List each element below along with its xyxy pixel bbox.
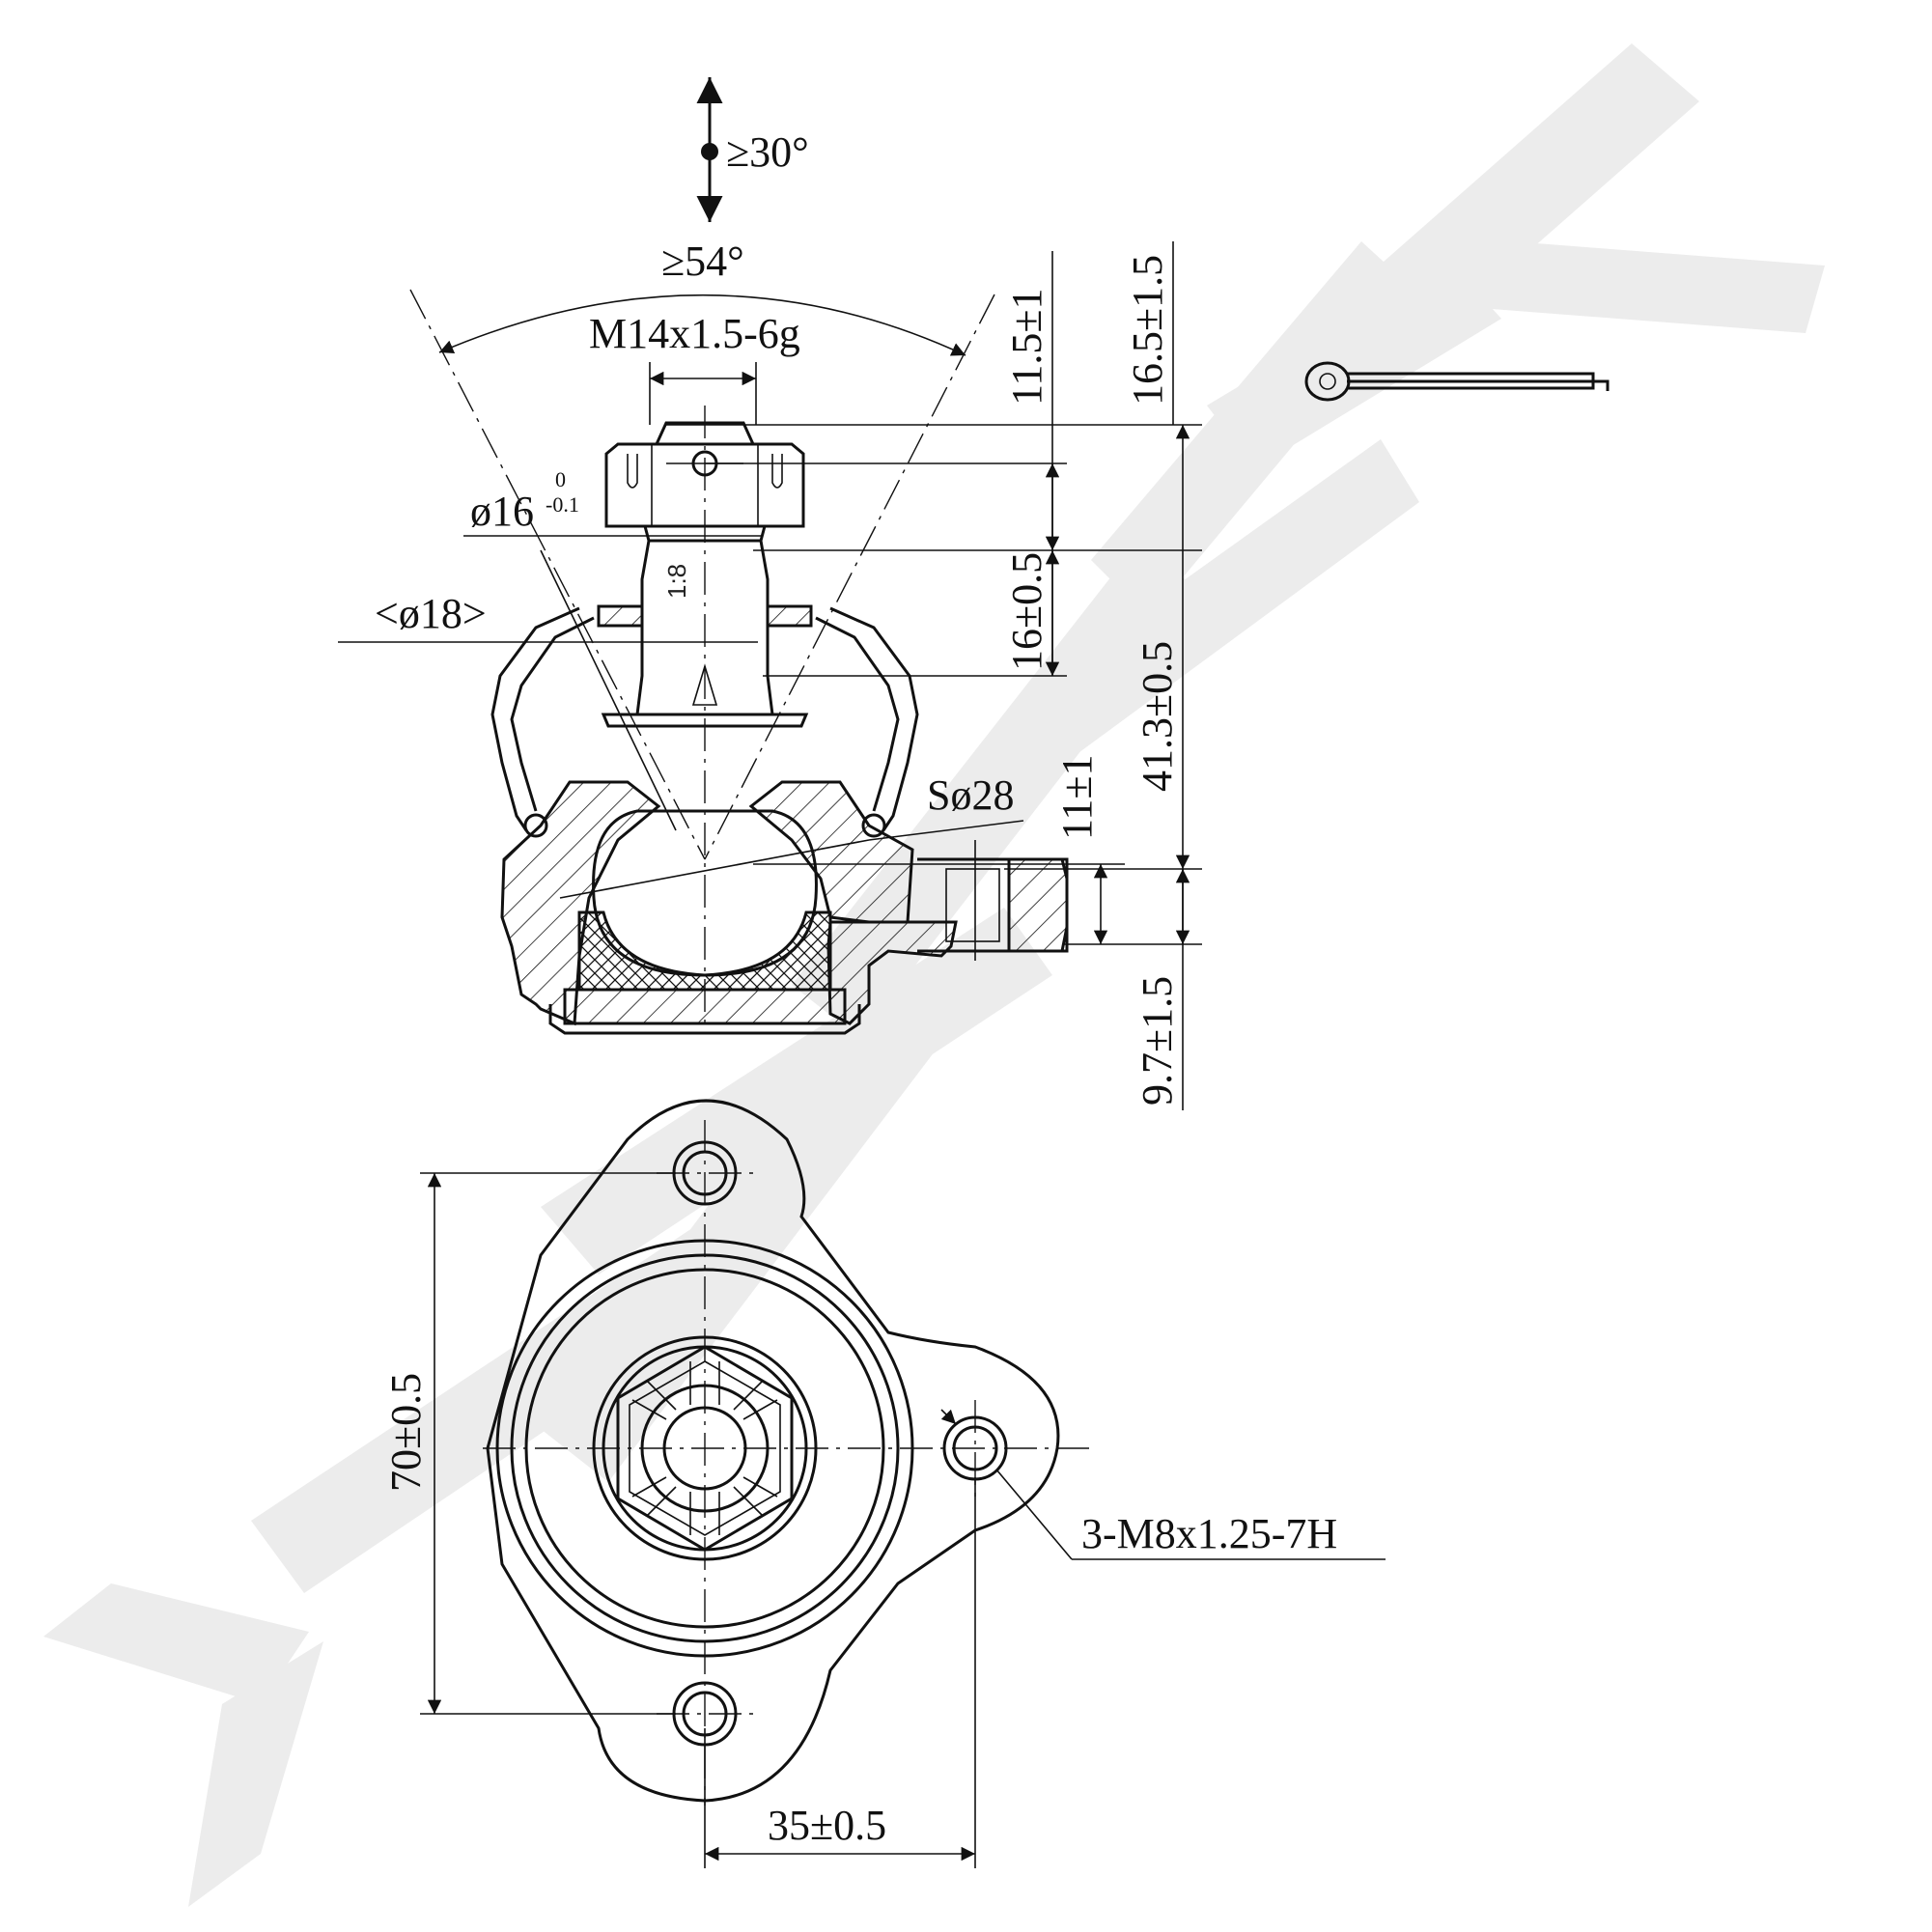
dust-boot-left <box>490 606 580 831</box>
bottom-plate <box>563 988 847 1025</box>
boot-clamp-right <box>766 604 813 628</box>
dim-16-5-label: 16.5±1.5 <box>1124 255 1171 406</box>
dim-11-label: 11±1 <box>1053 754 1101 840</box>
height-dim-label: 70±0.5 <box>382 1373 430 1492</box>
stud-diameter-label: ø16 <box>470 488 534 535</box>
thread-label: M14x1.5-6g <box>589 310 800 357</box>
cotter-pin <box>1304 361 1610 402</box>
sphere-leader <box>559 839 870 899</box>
bottom-view: 70±0.5 35±0.5 3-M8x1.25-7H <box>382 1099 1386 1868</box>
dim-41-3-label: 41.3±0.5 <box>1134 641 1181 792</box>
stud-diameter-tol-upper: 0 <box>555 467 566 491</box>
swing-angle-label: ≥54° <box>661 238 744 285</box>
swing-ray-left <box>409 289 706 860</box>
taper-diameter-label: <ø18> <box>375 590 487 637</box>
bolt-thread-label: 3-M8x1.25-7H <box>1081 1510 1337 1557</box>
dust-boot-right <box>829 606 919 831</box>
watermark-logo <box>43 43 1825 1907</box>
stud-diameter-tol-lower: -0.1 <box>546 492 579 517</box>
tilt-angle-label: ≥30° <box>726 128 809 176</box>
housing-right <box>748 780 914 924</box>
boot-retainer <box>601 713 809 728</box>
sphere-label: Sø28 <box>927 771 1014 819</box>
castle-nut-crown <box>655 421 755 445</box>
boot-clamp-left <box>597 604 644 628</box>
side-view: ≥30° ≥54° M14x1.5-6g 1:8 <box>338 77 1202 1110</box>
taper-indicator <box>691 663 718 706</box>
boot-ring-right <box>861 813 886 838</box>
tilt-pivot-dot <box>701 143 718 160</box>
ball-seat-bearing <box>577 910 832 992</box>
castle-nut <box>604 442 805 528</box>
dim-11-5-label: 11.5±1 <box>1003 288 1050 406</box>
offset-dim-label: 35±0.5 <box>768 1802 886 1849</box>
taper-ratio-label: 1:8 <box>662 564 691 599</box>
swing-ray-right <box>704 294 995 860</box>
dim-16-label: 16±0.5 <box>1003 552 1050 671</box>
dim-9-7-label: 9.7±1.5 <box>1134 976 1181 1106</box>
boot-ring-left <box>523 813 548 838</box>
swing-arc <box>438 294 966 356</box>
